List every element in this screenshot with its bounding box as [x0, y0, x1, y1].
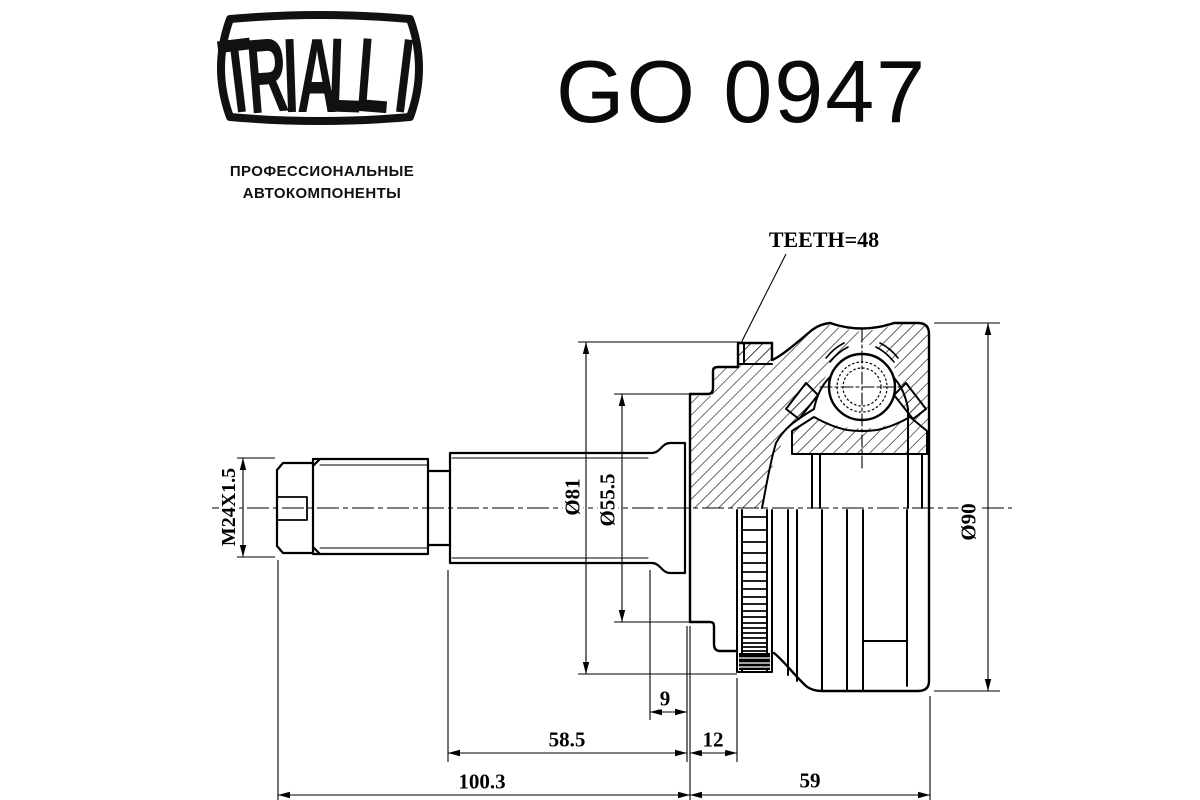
thread-minor-lines: [319, 464, 429, 549]
inner-race-section: [792, 417, 927, 453]
stake-slot: [276, 496, 308, 521]
svg-text:A: A: [297, 17, 337, 130]
svg-text:R: R: [243, 15, 292, 130]
body-length-label: 59: [797, 768, 823, 793]
cage-arcs: [825, 342, 899, 363]
abs-ring-section: [738, 343, 772, 364]
body-contour-lines: [787, 509, 908, 692]
abs-ring-teeth: [736, 509, 773, 673]
spline-minor-lines: [451, 457, 649, 559]
teeth-slots: [741, 516, 768, 652]
logo-border: [217, 11, 423, 125]
tagline-line1: ПРОФЕССИОНАЛЬНЫЕ: [229, 163, 415, 180]
boot-groove-lines: [787, 509, 908, 692]
svg-text:I: I: [281, 16, 300, 130]
shaft-length-label: 58.5: [546, 727, 588, 752]
abs-offset-label: 12: [700, 727, 726, 752]
boot-diameter-label: Ø55.5: [595, 471, 620, 529]
svg-text:L: L: [326, 16, 364, 130]
tagline-line2: АВТОКОМПОНЕНТЫ: [242, 184, 402, 202]
bore-walls: [791, 424, 930, 509]
part-number-title: GO 0947: [556, 42, 928, 141]
cage-outlines: [785, 382, 927, 420]
thread-dimension-label: M24X1.5: [218, 465, 240, 549]
joint-body-outline: [688, 321, 931, 693]
joint-inner-section: [761, 329, 930, 509]
teeth-callout-label: TEETH=48: [768, 227, 880, 252]
abs-diameter-label: Ø81: [560, 476, 585, 518]
cage-section-left: [786, 383, 818, 419]
overall-length-label: 100.3: [456, 769, 508, 794]
section-hatching: [691, 323, 929, 508]
body-diameter-label: Ø90: [956, 501, 981, 543]
flange-width-label: 9: [657, 686, 673, 711]
logo-letters: T R I A L L I: [214, 15, 420, 130]
trialli-logo: T R I A L L I: [214, 11, 423, 130]
brand-tagline: ПРОФЕССИОНАЛЬНЫЕ АВТОКОМПОНЕНТЫ: [207, 161, 437, 205]
teeth-leader-line: [740, 253, 787, 344]
